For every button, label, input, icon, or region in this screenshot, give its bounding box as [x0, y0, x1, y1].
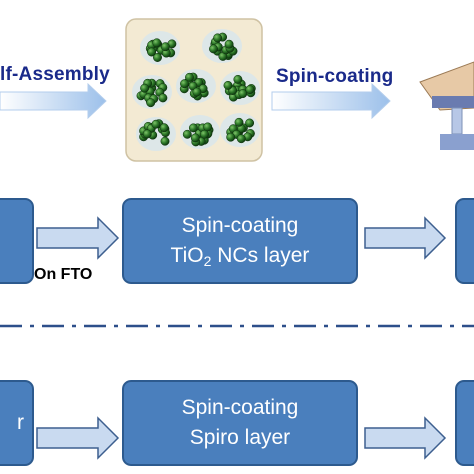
nanocrystal-particle — [146, 98, 156, 108]
nanocrystal-particle — [236, 134, 246, 144]
row2-center-line2: Spiro layer — [189, 426, 291, 449]
nanocrystal-particle — [182, 129, 192, 139]
nanocrystal-particle — [153, 53, 162, 62]
nanocrystal-particle — [188, 123, 198, 133]
nanocrystal-particle — [234, 117, 244, 127]
spin-coater-icon — [419, 61, 474, 150]
row1-left-box — [0, 198, 34, 284]
nanocrystal-particle — [213, 33, 223, 43]
row1-arrow-1 — [36, 216, 120, 260]
nanocrystal-particle — [140, 83, 150, 93]
nanocrystal-particle — [238, 89, 248, 99]
spin-coating-label: Spin-coating — [276, 66, 394, 87]
nanocrystal-particle — [226, 132, 236, 142]
nanocrystal-particle — [180, 79, 189, 89]
row1-arrow-2 — [364, 216, 447, 260]
nanocrystal-particle — [224, 39, 234, 49]
on-fto-label: On FTO — [34, 266, 93, 283]
self-assembly-arrow — [0, 82, 107, 120]
row2-right-box — [455, 380, 474, 466]
row1-center-line1: Spin-coating — [181, 214, 299, 237]
spin-coating-arrow — [271, 82, 391, 120]
nanocrystal-particle — [151, 119, 161, 129]
row1-center-line2: TiO2 NCs layer — [170, 244, 310, 269]
nanocrystal-particle — [233, 74, 243, 84]
row1-right-box — [455, 198, 474, 284]
nanocrystal-particle — [245, 85, 255, 95]
nanocrystal-particle — [160, 42, 170, 52]
row2-arrow-2 — [364, 416, 447, 460]
nanocrystal-particle — [223, 80, 233, 90]
nanocrystal-particle — [192, 87, 202, 97]
nanocrystal-particle — [209, 44, 218, 54]
self-assembly-label: lf-Assembly — [0, 64, 110, 85]
nanocrystal-particle — [159, 123, 169, 133]
nanocrystal-particle — [158, 93, 168, 103]
row2-arrow-1 — [36, 416, 120, 460]
nanocrystal-particle — [200, 129, 209, 139]
row2-left-text: r — [17, 411, 24, 434]
nanocrystal-particle — [142, 129, 152, 139]
nanocrystal-particle — [185, 72, 194, 82]
row1-center-box: Spin-coating TiO2 NCs layer — [122, 198, 358, 284]
nanocrystal-clusters — [132, 29, 260, 151]
nanocrystal-particle — [245, 118, 255, 128]
row2-center-box: Spin-coating Spiro layer — [122, 380, 358, 466]
nanocrystal-particle — [147, 47, 157, 57]
row2-center-line1: Spin-coating — [181, 396, 299, 419]
nanocrystal-particle — [190, 133, 200, 143]
nanocrystal-particle — [152, 38, 162, 48]
nanocrystal-particle — [160, 136, 170, 146]
row2-left-box: r — [0, 380, 34, 466]
nanocrystal-particle — [203, 122, 213, 132]
